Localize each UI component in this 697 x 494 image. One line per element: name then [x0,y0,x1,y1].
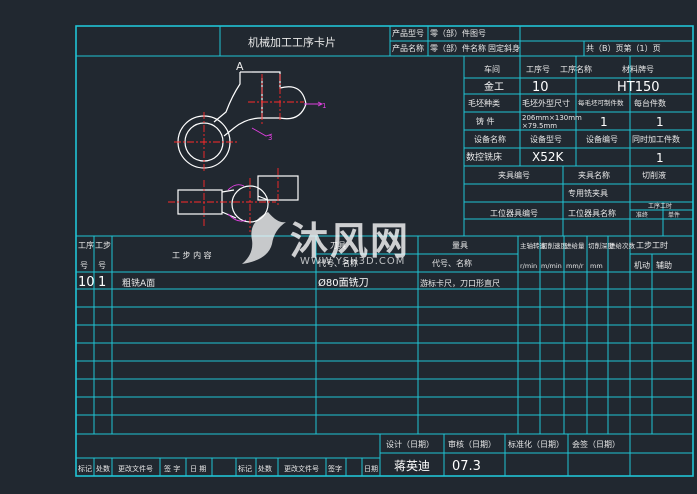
sub-no-cell: 1 [98,275,106,290]
pages-text: 共（B）页第（1）页 [586,43,661,53]
machine-time: 机动 [634,260,650,270]
station-tool-no-label: 工位器具编号 [490,208,538,218]
change-doc-label-2: 更改文件号 [284,464,319,473]
count-label: 处数 [96,464,110,473]
material-label: 材料牌号 [622,64,654,74]
gauge-sub: 代号、名称 [432,258,472,268]
blank-type-label: 毛坯种类 [468,98,500,108]
part-name-label: 零（部）件名称 [430,43,486,53]
card-title: 机械加工工序卡片 [248,35,336,49]
equipment-no-label: 设备编号 [586,134,618,144]
feed-label: 进给量 [565,241,585,250]
sign-label: 签 字 [164,464,180,473]
change-doc-label: 更改文件号 [118,464,153,473]
time-label: 工序工时 [648,202,672,210]
mark-label: 标记 [78,464,92,473]
dim-label-1: 1 [322,102,326,110]
dim-label-2: 3 [268,134,272,142]
date-label: 日 期 [190,465,206,473]
coolant-label: 切削液 [642,170,666,180]
step-time-label: 工步工时 [636,240,668,250]
design-label: 设计（日期） [386,439,434,449]
spindle-unit: r/min [520,262,537,270]
step-no-label-1: 工序 [78,240,94,250]
product-name-label: 产品名称 [392,43,424,53]
depth-label: 切削深度 [588,241,615,250]
equipment-name-value: 数控铣床 [466,151,502,163]
sub-no-label-1: 工步 [95,241,111,250]
parts-per-blank-label: 每毛坯可制件数 [578,98,624,107]
sign-label-2: 签字 [328,464,342,473]
blank-size-value-2: ×79.5mm [522,122,557,130]
time-quasi: 准终 [636,211,648,219]
datum-a-label: A [236,60,244,73]
step-no-label-2: 号 [80,261,88,270]
part-drawing-label: 零（部）件图号 [430,28,486,38]
station-tool-name-label: 工位器具名称 [568,208,616,218]
sub-no-label-2: 号 [98,261,106,270]
designer-name: 蒋英迪 [394,459,430,473]
process-name-label: 工序名称 [560,64,592,74]
fixture-no-label: 夹具编号 [498,170,530,180]
step-no-cell: 10 [78,275,95,290]
cutter-label: 刀具 [330,241,346,250]
parts-per-blank-value: 1 [600,115,608,129]
cutter-sub: 代号、名称 [318,258,358,268]
passes-label: 进给次数 [609,241,636,250]
date-value: 07.3 [452,459,481,474]
standard-label: 标准化（日期） [508,439,564,449]
cutter-cell: Ø80面铣刀 [318,276,369,289]
content-label: 工 步 内 容 [172,250,212,260]
card-frame [75,25,694,477]
fixture-name-label: 夹具名称 [578,170,610,180]
simultaneous-label: 同时加工件数 [632,134,680,144]
depth-unit: mm [590,262,603,270]
aux-time: 辅助 [656,260,672,270]
cut-speed-label: 切削速度 [541,241,568,250]
blank-size-label: 毛坯外型尺寸 [522,98,570,108]
blank-size-value-1: 206mm×130mm [522,114,582,122]
gauge-label: 量具 [452,241,468,250]
process-no-label: 工序号 [526,64,550,74]
blank-type-value: 铸 件 [476,116,495,126]
equipment-model-label: 设备型号 [530,134,562,144]
parts-per-unit-value: 1 [656,115,664,129]
part-sketch: A 1 3 [168,60,326,232]
feed-unit: mm/r [566,262,584,270]
part-name-value: 固定斜身 [488,43,520,53]
workshop-label: 车间 [484,64,500,74]
simultaneous-value: 1 [656,151,664,165]
workshop-value: 金工 [484,80,504,93]
count-label-2: 处数 [258,464,272,473]
mark-label-2: 标记 [238,464,252,473]
cut-speed-unit: m/min [541,262,562,270]
equipment-name-label: 设备名称 [474,134,506,144]
spindle-label: 主轴转速 [520,241,547,250]
step-content-cell: 粗铣A面 [122,277,155,289]
fixture-name-value: 专用铣夹具 [568,188,608,198]
countersign-label: 会签（日期） [572,439,620,449]
time-unit: 单件 [668,211,680,219]
gauge-cell: 游标卡尺，刀口形直尺 [420,278,500,288]
equipment-model-value: X52K [532,150,564,164]
process-no-value: 10 [532,80,549,95]
parts-per-unit-label: 每台件数 [634,98,666,108]
product-model-label: 产品型号 [392,28,424,38]
review-label: 审核（日期） [448,439,496,449]
date-label-2: 日期 [364,465,378,473]
material-value: HT150 [617,80,660,95]
